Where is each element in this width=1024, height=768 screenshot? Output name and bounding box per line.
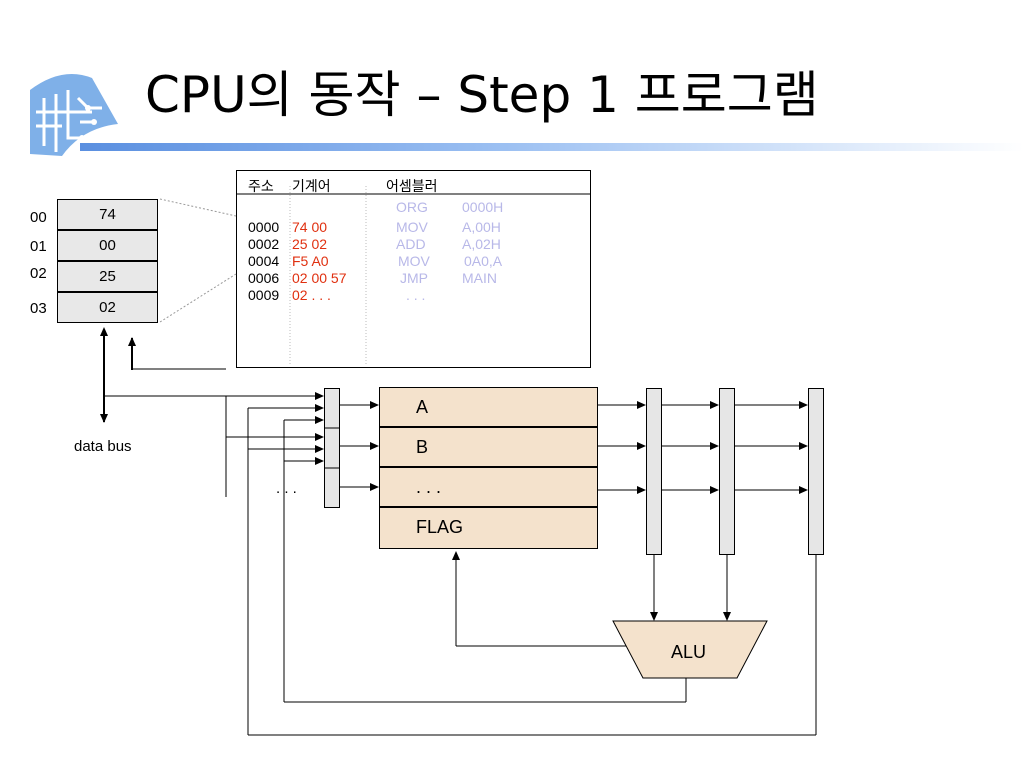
header-assembler: 어셈블러 bbox=[386, 179, 438, 195]
code-address: 0006 bbox=[248, 270, 280, 286]
memory-address: 00 bbox=[30, 209, 47, 226]
register-ellipsis: . . . bbox=[379, 467, 598, 507]
machine-code: 74 00 bbox=[292, 219, 328, 235]
header-machine-code: 기계어 bbox=[292, 179, 331, 195]
asm-op: JMP bbox=[400, 270, 428, 286]
register-label: B bbox=[416, 437, 429, 457]
memory-address: 02 bbox=[30, 265, 47, 282]
asm-arg: MAIN bbox=[462, 270, 497, 286]
chip-logo-icon bbox=[22, 68, 120, 158]
page-title: CPU의 동작 – Step 1 프로그램 bbox=[145, 66, 819, 124]
code-address: 0009 bbox=[248, 287, 280, 303]
code-address: 0000 bbox=[248, 219, 280, 235]
title-underline bbox=[80, 143, 1024, 151]
asm-op: ADD bbox=[396, 236, 426, 252]
alu-unit bbox=[612, 620, 768, 679]
input-mux-bar bbox=[324, 388, 340, 508]
memory-cell: 74 bbox=[57, 199, 158, 230]
machine-code: 02 . . . bbox=[292, 287, 331, 303]
data-bus-label: data bus bbox=[74, 438, 132, 455]
memory-cell: 25 bbox=[57, 261, 158, 292]
asm-arg: 0A0,A bbox=[464, 253, 503, 269]
machine-code: 02 00 57 bbox=[292, 270, 347, 286]
asm-arg: A,00H bbox=[462, 219, 501, 235]
asm-arg: 0000H bbox=[462, 199, 504, 215]
memory-cell: 02 bbox=[57, 292, 158, 323]
asm-op: MOV bbox=[396, 219, 428, 235]
memory-address: 01 bbox=[30, 238, 47, 255]
input-ellipsis: . . . bbox=[276, 480, 297, 497]
output-bus-bar-2 bbox=[719, 388, 735, 555]
asm-op: MOV bbox=[398, 253, 430, 269]
alu-label: ALU bbox=[671, 642, 707, 662]
header-address: 주소 bbox=[248, 179, 274, 195]
asm-op: . . . bbox=[406, 287, 426, 303]
asm-op: ORG bbox=[396, 199, 428, 215]
machine-code: 25 02 bbox=[292, 236, 328, 252]
register-flag: FLAG bbox=[379, 507, 598, 549]
machine-code: F5 A0 bbox=[292, 253, 329, 269]
memory-cell: 00 bbox=[57, 230, 158, 261]
asm-arg: A,02H bbox=[462, 236, 501, 252]
register-a: A bbox=[379, 387, 598, 427]
code-address: 0002 bbox=[248, 236, 280, 252]
register-label: A bbox=[416, 397, 429, 417]
memory-address: 03 bbox=[30, 300, 47, 317]
register-b: B bbox=[379, 427, 598, 467]
code-address: 0004 bbox=[248, 253, 280, 269]
output-bus-bar-1 bbox=[646, 388, 662, 555]
register-label: . . . bbox=[416, 477, 442, 497]
register-label: FLAG bbox=[416, 517, 464, 537]
code-listing-box bbox=[236, 170, 591, 368]
output-bus-bar-3 bbox=[808, 388, 824, 555]
